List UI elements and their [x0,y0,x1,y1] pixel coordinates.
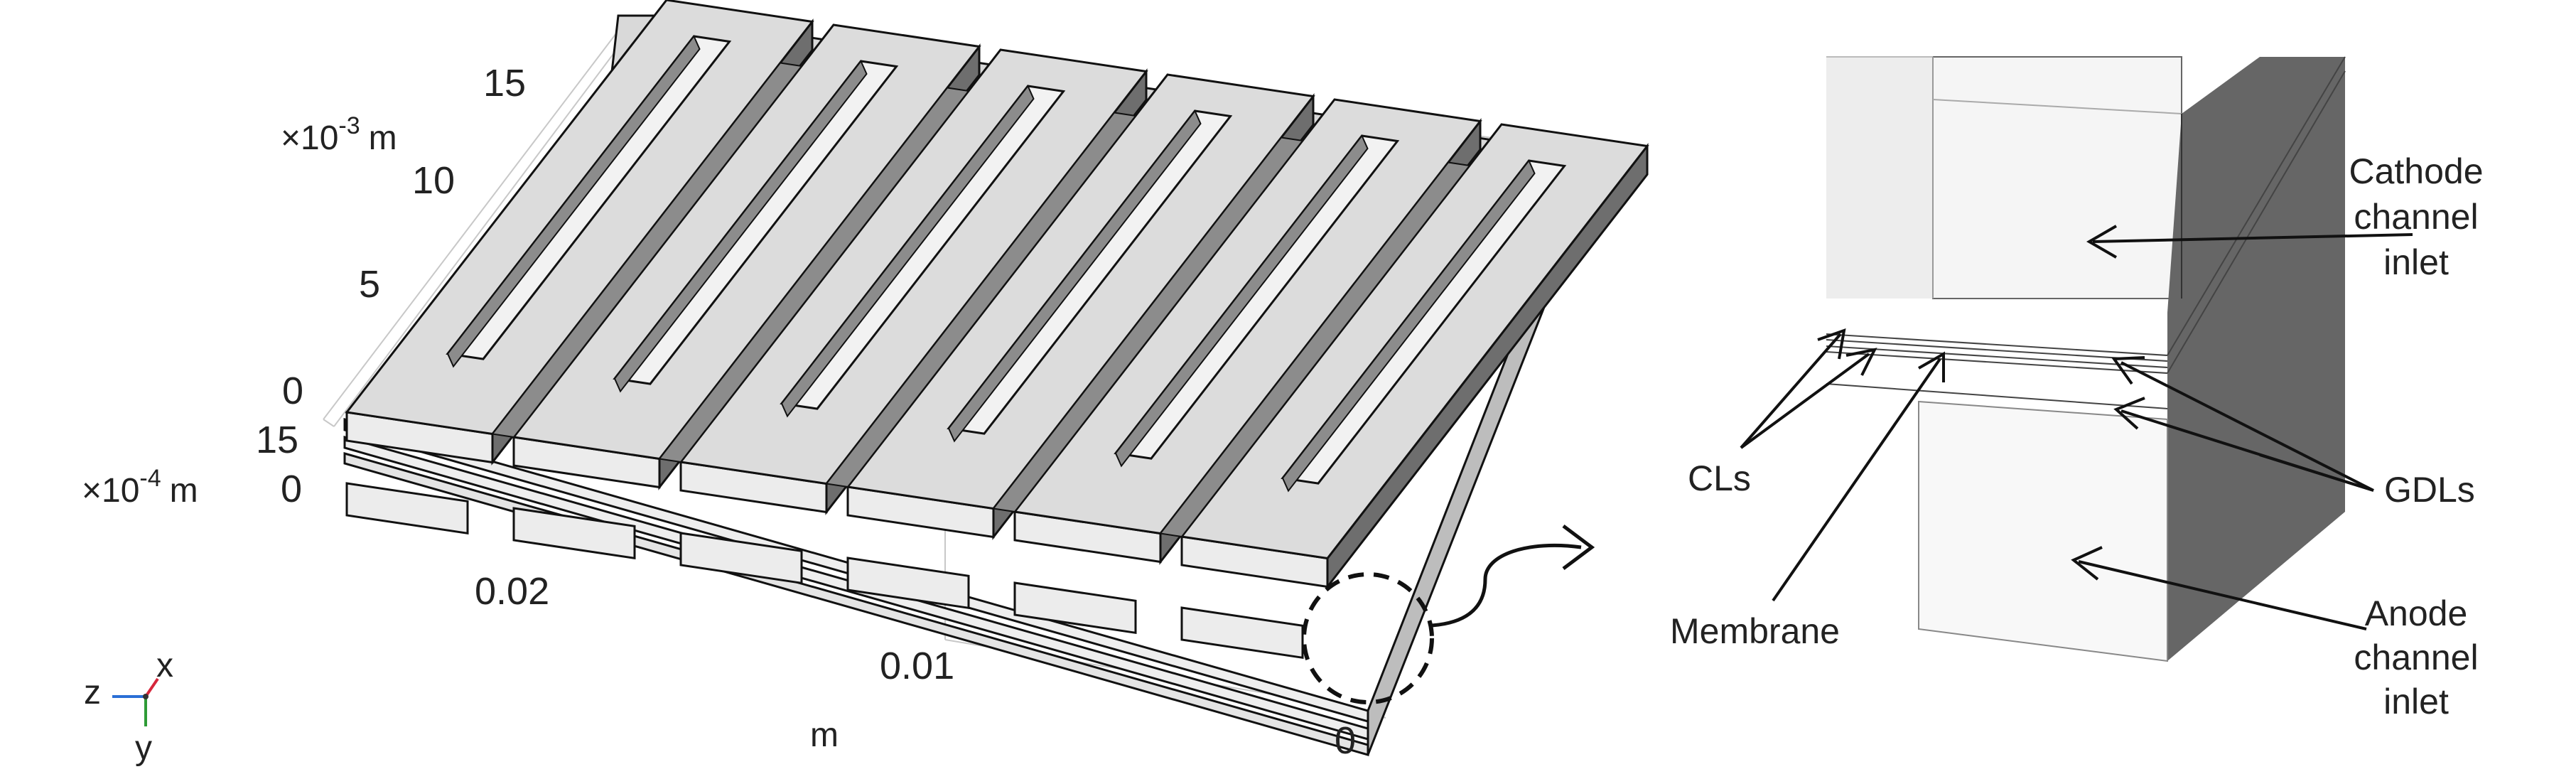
anode-label-line3: inlet [2383,682,2449,721]
z-tick-0: 0 [282,370,303,412]
gdls-label: GDLs [2384,470,2475,510]
axis-triad: z x y [84,647,173,767]
serpentine-channels [345,0,1649,590]
anode-ribs [345,482,1304,660]
triad-x-label: x [156,647,173,684]
z-tick-5: 5 [359,263,380,306]
serpentine-channel [1013,98,1482,565]
cathode-label-line1: Cathode [2349,151,2483,191]
serpentine-channel [846,73,1315,540]
x-tick-0: 0 [1335,719,1356,762]
membrane-label: Membrane [1670,611,1840,651]
annotation-arrows [1740,225,2413,630]
anode-rib [345,482,469,535]
triad-y-label: y [135,729,152,767]
x-axis-unit: m [810,716,839,754]
cathode-label-line2: channel [2354,197,2478,237]
anode-label-line2: channel [2354,638,2478,677]
anode-label-line1: Anode [2365,593,2468,633]
y-tick-0: 0 [281,468,302,510]
anode-rib [846,557,970,610]
anode-channel-block [1918,400,2168,662]
anode-rib [1013,581,1137,635]
x-tick-0.02: 0.02 [475,570,549,613]
serpentine-channel [1180,123,1649,590]
serpentine-channel [512,23,981,490]
zoom-callout-arrowhead [1562,525,1595,570]
serpentine-channel [679,48,1148,515]
cls-label: CLs [1688,458,1751,498]
inlet-close-up-view: Cathode channel inlet CLs GDLs Membrane … [1670,56,2484,721]
z-tick-15: 15 [483,62,526,104]
cathode-label-line3: inlet [2383,242,2449,282]
serpentine-channel [345,0,814,466]
y-tick-15: 15 [256,419,298,461]
zoom-callout-circle [1302,572,1434,704]
z-tick-10: 10 [412,159,455,202]
anode-rib [512,507,636,560]
anode-rib [679,532,803,585]
anode-rib [1180,606,1304,660]
triad-z-label: z [84,674,101,711]
zoom-callout-arrow [1431,544,1582,628]
x-axis-labels: 0.02 0.01 0 m [475,570,1356,762]
channel-side-face [2167,57,2345,661]
x-tick-0.01: 0.01 [880,645,954,687]
layer-stack-close-up [1826,56,2346,409]
